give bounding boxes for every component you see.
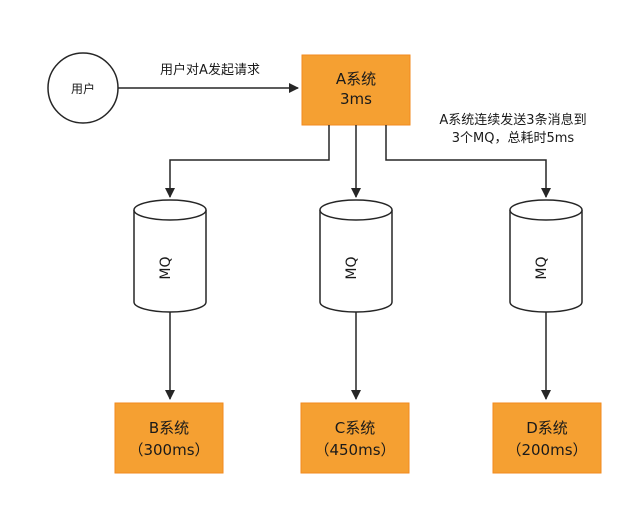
system-c-time: （450ms） <box>314 441 395 459</box>
system-c-box <box>300 402 410 474</box>
request-edge: 用户对A发起请求 <box>118 62 299 93</box>
system-a-box <box>301 54 411 126</box>
mq-cylinder-2: MQ <box>319 199 393 313</box>
mq-2-body <box>319 210 393 313</box>
system-d-node: D系统 （200ms） <box>492 402 602 474</box>
mq-1-body <box>133 210 207 313</box>
mq-to-system-edges <box>165 312 551 400</box>
system-d-box <box>492 402 602 474</box>
a-to-mq-edges <box>165 125 551 198</box>
system-c-node: C系统 （450ms） <box>300 402 410 474</box>
system-d-name: D系统 <box>526 419 568 437</box>
mq-cylinder-3: MQ <box>509 199 583 313</box>
system-a-name: A系统 <box>336 70 376 88</box>
mq-3-body <box>509 210 583 313</box>
system-b-box <box>114 402 224 474</box>
system-b-time: （300ms） <box>128 441 209 459</box>
user-label: 用户 <box>71 81 95 96</box>
system-b-name: B系统 <box>149 419 189 437</box>
note-line-2: 3个MQ，总耗时5ms <box>452 131 575 146</box>
system-a-node: A系统 3ms <box>301 54 411 126</box>
mq-1-label: MQ <box>158 256 174 279</box>
note-line-1: A系统连续发送3条消息到 <box>439 112 586 128</box>
note: A系统连续发送3条消息到 3个MQ，总耗时5ms <box>439 112 586 146</box>
mq-3-label: MQ <box>534 256 550 279</box>
system-d-time: （200ms） <box>506 441 587 459</box>
mq-2-top <box>319 199 393 221</box>
system-c-name: C系统 <box>335 419 375 437</box>
mq-2-label: MQ <box>344 256 360 279</box>
edge-a-to-mq-3 <box>385 125 551 198</box>
mq-cylinder-1: MQ <box>133 199 207 313</box>
system-a-time: 3ms <box>340 90 372 108</box>
system-b-node: B系统 （300ms） <box>114 402 224 474</box>
user-node: 用户 <box>47 52 119 124</box>
mq-3-top <box>509 199 583 221</box>
mq-1-top <box>133 199 207 221</box>
request-label: 用户对A发起请求 <box>160 62 260 78</box>
edge-a-to-mq-1 <box>165 125 330 198</box>
